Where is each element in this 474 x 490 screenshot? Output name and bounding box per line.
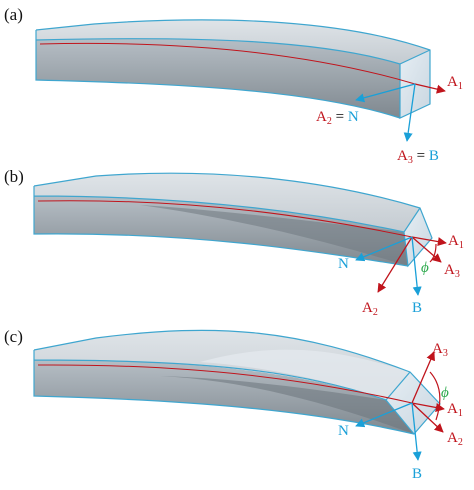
beam-b-centerline: [37, 200, 413, 238]
phi-arc-c: [429, 371, 441, 421]
axis-b-n-arrow: [355, 236, 413, 262]
label-b-a3: A3: [444, 262, 460, 280]
label-a1: A1: [447, 74, 463, 92]
axis-b-a1-arrow: [411, 236, 447, 247]
beam-a-top-face: [36, 19, 430, 64]
beam-b-top-face: [34, 173, 420, 232]
beam-c-top-face: [34, 330, 410, 400]
label-a2-eq-n: A2 = N: [316, 109, 359, 127]
axis-b-a2-arrow: [377, 236, 413, 293]
beam-b-twist-shade: [140, 205, 408, 266]
axis-a1-arrow: [414, 83, 446, 94]
label-c-a3: A3: [432, 341, 448, 359]
label-a3-eq-b: A3 = B: [397, 148, 439, 166]
axis-n-arrow: [355, 83, 416, 103]
axis-c-b-arrow: [411, 402, 422, 461]
axis-c-n-arrow: [355, 402, 413, 428]
panel-a: (a) A1 A2 = N A3 = B: [4, 5, 463, 166]
panel-b-label: (b): [4, 167, 24, 186]
beam-c-side-face: [34, 360, 414, 434]
label-b-b: B: [412, 300, 422, 316]
label-b-a2: A2: [362, 300, 378, 318]
label-c-phi: ϕ: [441, 385, 449, 401]
beam-a-side-face: [36, 38, 400, 118]
beam-c-twist-shade: [160, 376, 414, 434]
axis-c-a2-arrow: [411, 402, 444, 433]
label-c-a1: A1: [447, 401, 463, 419]
label-b-phi: ϕ: [421, 260, 429, 276]
beam-a-edges: [35, 19, 431, 119]
axis-b-b-arrow: [411, 236, 422, 296]
label-c-n: N: [338, 423, 349, 439]
beam-b-side-face: [34, 196, 408, 266]
panel-b: (b) A1 A3 A2 N B ϕ: [4, 167, 464, 318]
label-b-a1: A1: [448, 233, 464, 251]
panel-a-label: (a): [4, 5, 23, 24]
axis-b-arrow: [403, 83, 416, 142]
beam-c-edges: [33, 329, 441, 435]
beam-c-twist-highlight: [200, 349, 410, 400]
axis-b-a3-arrow: [411, 236, 442, 263]
beam-c-centerline: [37, 364, 413, 404]
axis-c-a3-arrow: [411, 351, 435, 404]
label-c-a2: A2: [447, 430, 463, 448]
panel-c-label: (c): [4, 327, 23, 346]
label-c-b: B: [412, 466, 422, 482]
phi-arc-b: [429, 243, 437, 263]
beam-a-centerline: [39, 42, 416, 85]
label-b-n: N: [338, 256, 349, 272]
panel-c: (c) A3 A1 A2 N B ϕ: [4, 327, 463, 482]
